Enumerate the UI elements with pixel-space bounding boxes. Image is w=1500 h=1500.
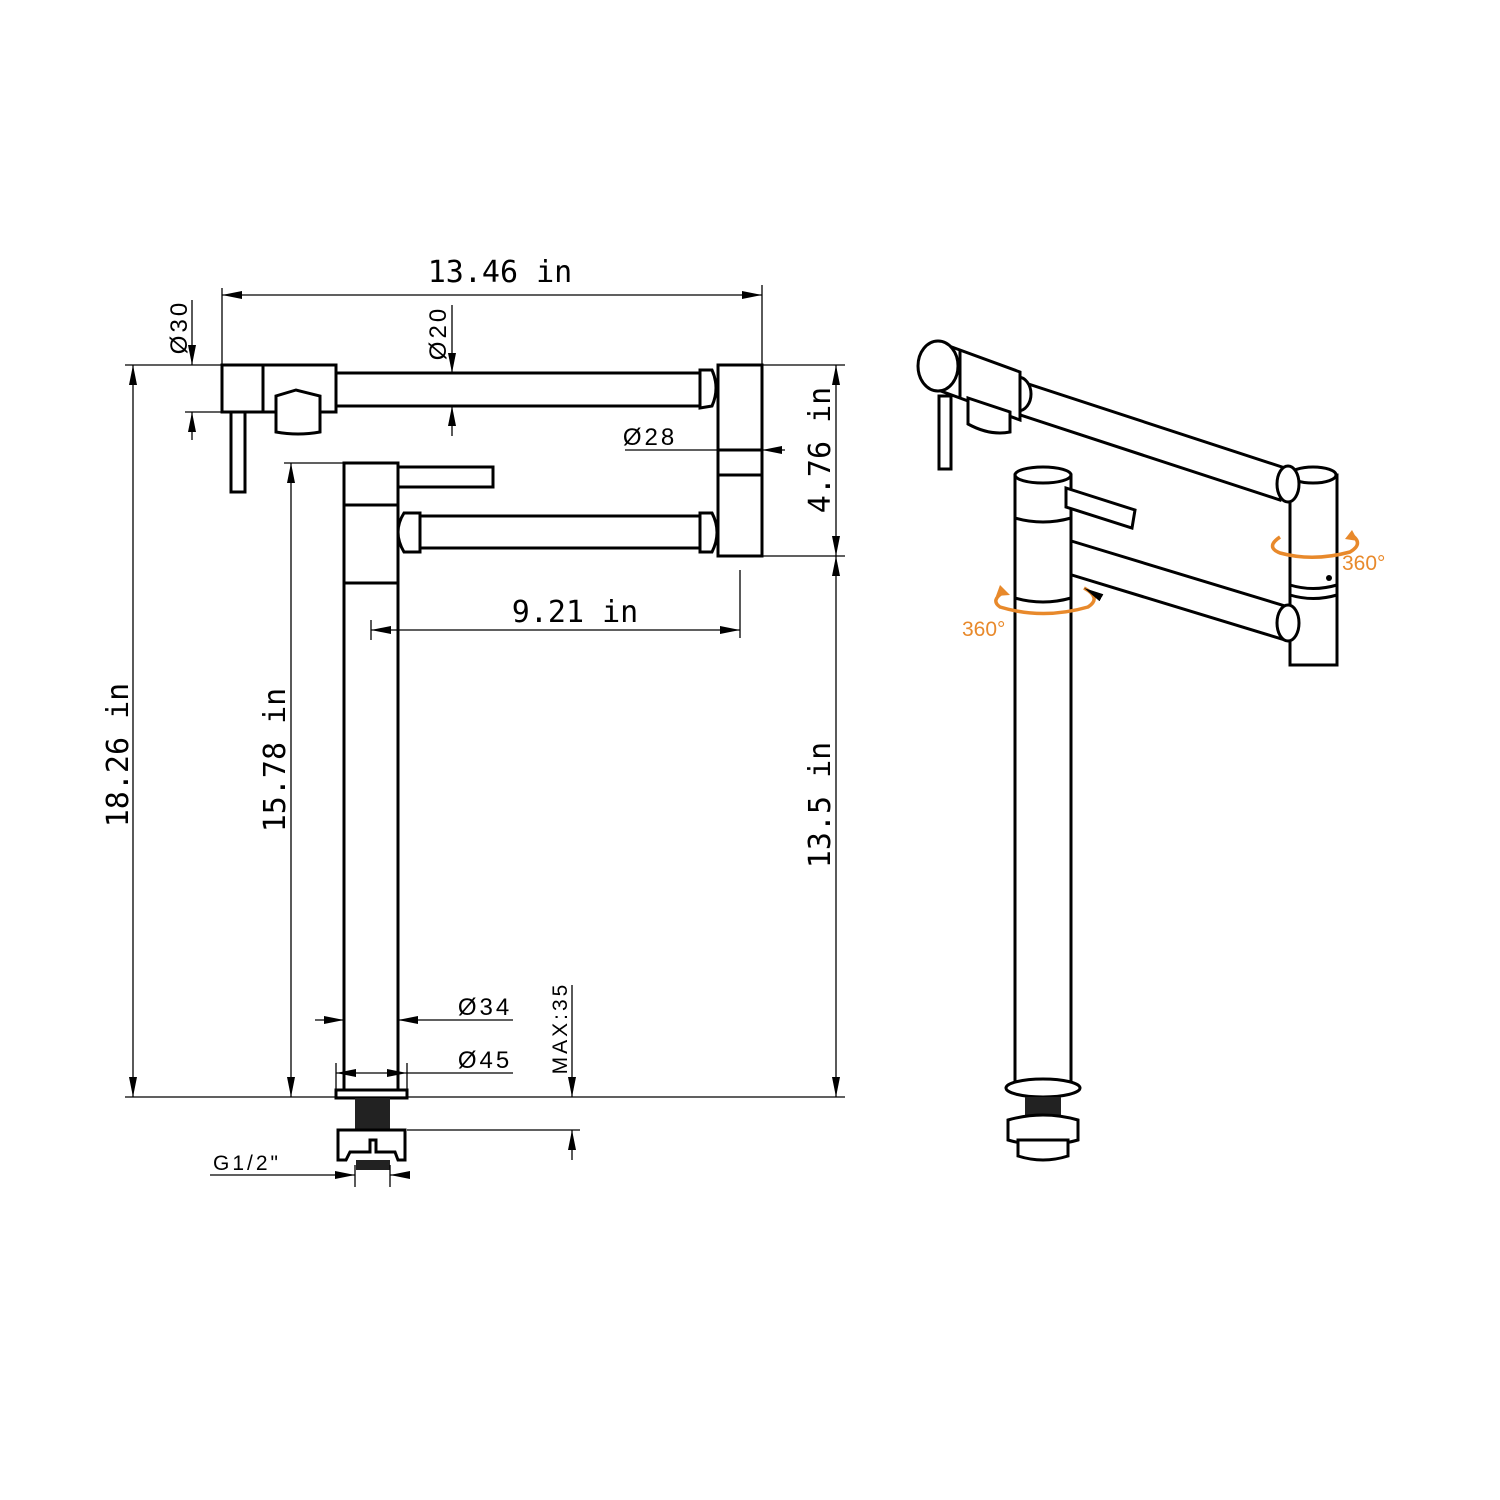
mounting-nut: [336, 1128, 407, 1162]
rotation-arrow-joint-icon: [1270, 532, 1360, 559]
label-arm-gap: 4.76 in: [803, 387, 838, 513]
rotation-arrow-column-icon: [994, 586, 1104, 616]
thread-shank: [355, 1098, 390, 1132]
arrowhead: [1345, 530, 1358, 541]
iso-lower-handle: [1064, 485, 1137, 530]
upper-handle: [229, 410, 247, 494]
iso-column-top: [1013, 465, 1073, 485]
upper-arm-pipe: [334, 371, 702, 408]
dimension-lines: [125, 285, 845, 1187]
iso-joint-band: [1289, 583, 1338, 590]
label-joint-dia: Ø28: [623, 424, 677, 451]
label-overall-height: 18.26 in: [101, 683, 136, 828]
iso-aerator-dot: [1326, 575, 1332, 581]
lower-handle: [396, 465, 495, 489]
iso-column-band: [1014, 596, 1072, 604]
swivel-joint: [716, 363, 764, 558]
arrowhead: [996, 585, 1010, 596]
iso-column: [1013, 473, 1073, 1087]
label-flange-dia: Ø45: [458, 1047, 512, 1074]
iso-joint-band: [1289, 593, 1338, 600]
label-max-deck: MAX:35: [549, 982, 572, 1075]
iso-thread: [1025, 1097, 1061, 1119]
iso-upper-body-cap: [916, 339, 960, 393]
iso-elbow: [1275, 603, 1301, 643]
iso-elbow: [1275, 464, 1301, 504]
iso-flange: [1004, 1077, 1082, 1099]
rotation-label-joint: 360°: [1342, 552, 1385, 575]
front-view: [220, 363, 764, 1170]
label-lower-height: 13.5 in: [803, 742, 838, 868]
label-body-dia: Ø30: [166, 300, 193, 354]
iso-valve: [966, 395, 1012, 435]
iso-upper-handle: [937, 394, 953, 471]
iso-nut-lower: [1016, 1138, 1070, 1162]
lower-elbow-right: [698, 511, 719, 554]
valve-dome: [274, 388, 322, 436]
lower-elbow-left: [396, 511, 422, 554]
label-spout-height: 15.78 in: [258, 688, 293, 833]
column: [342, 461, 400, 1092]
label-overall-width: 13.46 in: [428, 255, 573, 290]
upper-elbow: [698, 368, 718, 410]
isometric-view: 360° 360°: [916, 339, 1385, 1162]
dimension-labels: 13.46 in 18.26 in 15.78 in 13.5 in 4.76 …: [101, 255, 838, 1175]
iso-column-band: [1014, 516, 1072, 524]
rotation-label-column: 360°: [962, 618, 1005, 641]
label-column-dia: Ø34: [458, 994, 512, 1021]
thread-end: [356, 1160, 390, 1170]
label-arm-dia: Ø20: [425, 306, 452, 360]
label-thread: G1/2": [213, 1152, 281, 1175]
label-reach: 9.21 in: [512, 595, 638, 630]
lower-arm-pipe: [418, 514, 704, 550]
iso-lower-arm: [1060, 538, 1287, 643]
